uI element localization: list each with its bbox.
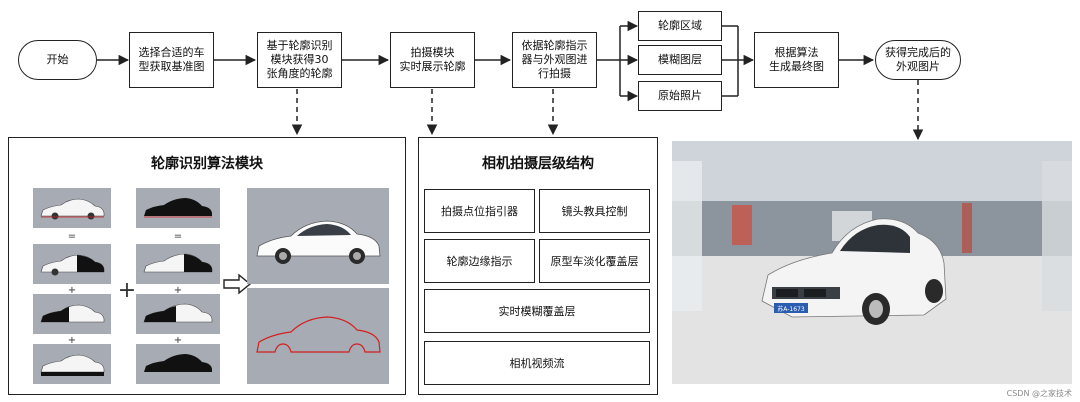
car-thumb-masked: [136, 188, 220, 228]
blur-overlay-cell: 实时模糊覆盖层: [424, 289, 650, 333]
contour-region-label: 轮廓区域: [658, 19, 702, 32]
equals-symbol: =: [173, 231, 183, 242]
car-thumb-masked: [136, 244, 220, 284]
blur-layer-label: 模糊图层: [658, 53, 702, 66]
plus-symbol: +: [173, 285, 183, 296]
car-thumb-masked: [136, 344, 220, 384]
shoot-by-guide-node: 依据轮廓指示 器与外观图进 行拍摄: [512, 32, 597, 88]
capture-module-node: 拍摄模块 实时展示轮廓: [390, 32, 475, 88]
blur-overlay-label: 实时模糊覆盖层: [498, 305, 576, 318]
fade-overlay-cell: 原型车淡化覆盖层: [539, 239, 650, 283]
car-thumb-masked: [136, 294, 220, 334]
shoot-by-guide-label: 依据轮廓指示 器与外观图进 行拍摄: [521, 39, 588, 80]
lens-control-cell: 镜头教具控制: [539, 189, 650, 233]
fade-overlay-label: 原型车淡化覆盖层: [550, 255, 639, 268]
original-photo-node: 原始照片: [638, 81, 722, 111]
license-plate: [774, 303, 808, 313]
contour-panel: 轮廓识别算法模块 = + + + = + +: [8, 137, 406, 395]
plus-symbol: +: [67, 335, 77, 346]
watermark: CSDN @之家技术: [1006, 389, 1072, 398]
car-thumb: [33, 188, 111, 228]
showroom-scene: 苏A-1673: [672, 141, 1072, 384]
edge-indicator-label: 轮廓边缘指示: [446, 255, 513, 268]
car-thumb-masked: [33, 294, 111, 334]
car-thumb: [33, 344, 111, 384]
contour-panel-title: 轮廓识别算法模块: [151, 156, 263, 172]
plus-symbol: +: [173, 335, 183, 346]
license-plate-text: 苏A-1673: [777, 305, 805, 313]
original-photo-label: 原始照片: [658, 89, 702, 102]
contour-recognition-node: 基于轮廓识别 模块获得30 张角度的轮廓: [257, 32, 342, 88]
camera-panel-title: 相机拍摄层级结构: [482, 156, 594, 172]
car-result-image: [247, 188, 389, 284]
camera-layer-panel: 相机拍摄层级结构 拍摄点位指引器 镜头教具控制 轮廓边缘指示 原型车淡化覆盖层 …: [418, 137, 658, 395]
final-car-photo: 苏A-1673: [672, 141, 1072, 384]
video-stream-label: 相机视频流: [509, 357, 565, 370]
edge-indicator-cell: 轮廓边缘指示: [424, 239, 535, 283]
end-label: 获得完成后的 外观图片: [885, 46, 951, 73]
guide-cell: 拍摄点位指引器: [424, 189, 535, 233]
capture-module-label: 拍摄模块 实时展示轮廓: [399, 46, 466, 73]
guide-cell-label: 拍摄点位指引器: [441, 205, 518, 218]
plus-symbol: +: [67, 285, 77, 296]
equals-symbol: =: [67, 231, 77, 242]
select-model-node: 选择合适的车 型获取基准图: [129, 32, 214, 88]
plus-symbol: +: [117, 278, 137, 303]
start-label: 开始: [46, 53, 69, 66]
contour-result-image: [247, 288, 389, 384]
blur-layer-node: 模糊图层: [638, 45, 722, 75]
car-thumb-masked: [33, 244, 111, 284]
generate-final-node: 根据算法 生成最终图: [754, 32, 839, 88]
end-node: 获得完成后的 外观图片: [875, 40, 961, 80]
right-arrow-icon: [223, 274, 251, 294]
video-stream-cell: 相机视频流: [424, 341, 650, 385]
start-node: 开始: [18, 40, 97, 80]
contour-recognition-label: 基于轮廓识别 模块获得30 张角度的轮廓: [266, 39, 333, 80]
generate-final-label: 根据算法 生成最终图: [769, 46, 824, 73]
contour-region-node: 轮廓区域: [638, 11, 722, 41]
lens-control-label: 镜头教具控制: [561, 205, 628, 218]
select-model-label: 选择合适的车 型获取基准图: [138, 46, 205, 73]
